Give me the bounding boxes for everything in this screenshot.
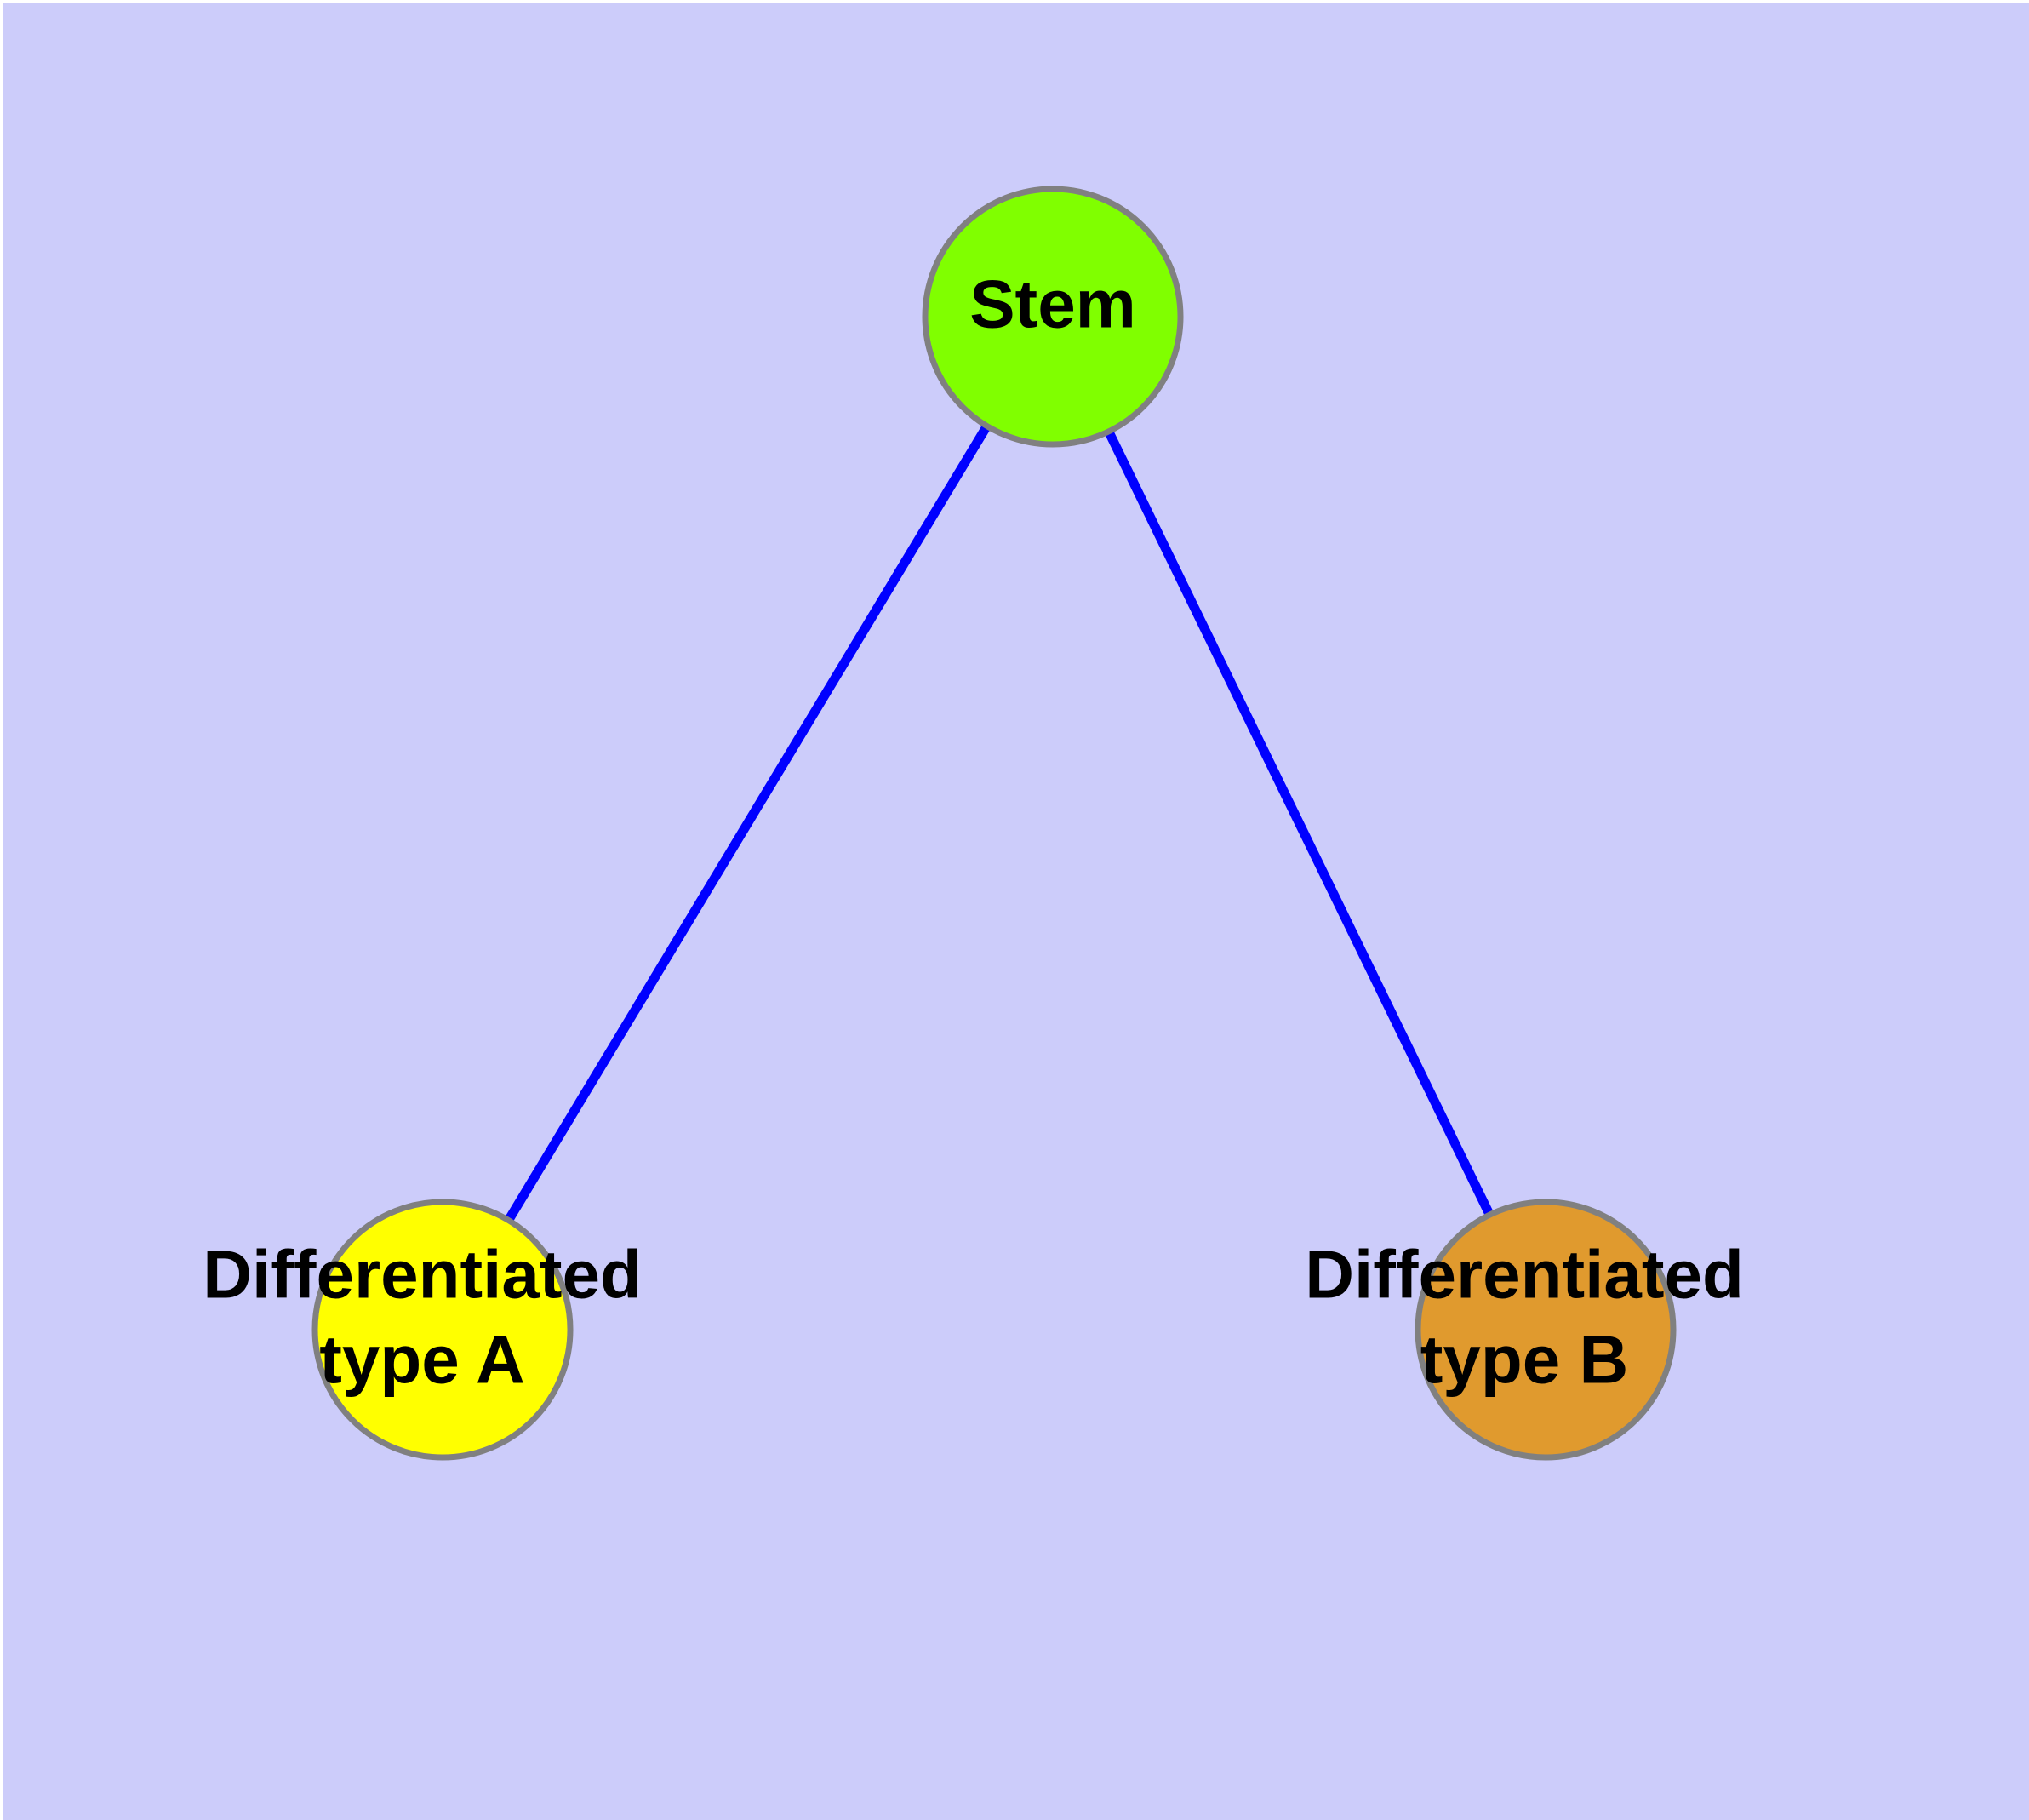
graph-node-label-diff_b: Differentiated type B — [1305, 1236, 1744, 1397]
graph-node-diff_b[interactable] — [1415, 1199, 1677, 1461]
graph-node-diff_a[interactable] — [311, 1199, 574, 1461]
graph-edge — [438, 314, 1057, 1332]
graph-node-label-line: type B — [1420, 1321, 1629, 1397]
graph-node-label-line: Differentiated — [1305, 1236, 1744, 1312]
graph-node-label-stem: Stem — [969, 266, 1136, 341]
graph-node-stem[interactable] — [922, 186, 1184, 448]
edges-layer — [438, 314, 1550, 1332]
graph-node-label-line: Stem — [969, 266, 1136, 341]
graph-node-label-line: type A — [319, 1321, 525, 1397]
nodes-layer — [311, 186, 1677, 1461]
graph-node-label-line: Differentiated — [203, 1236, 642, 1312]
graph-edge — [1049, 314, 1550, 1332]
graph-node-label-diff_a: Differentiated type A — [203, 1236, 642, 1397]
